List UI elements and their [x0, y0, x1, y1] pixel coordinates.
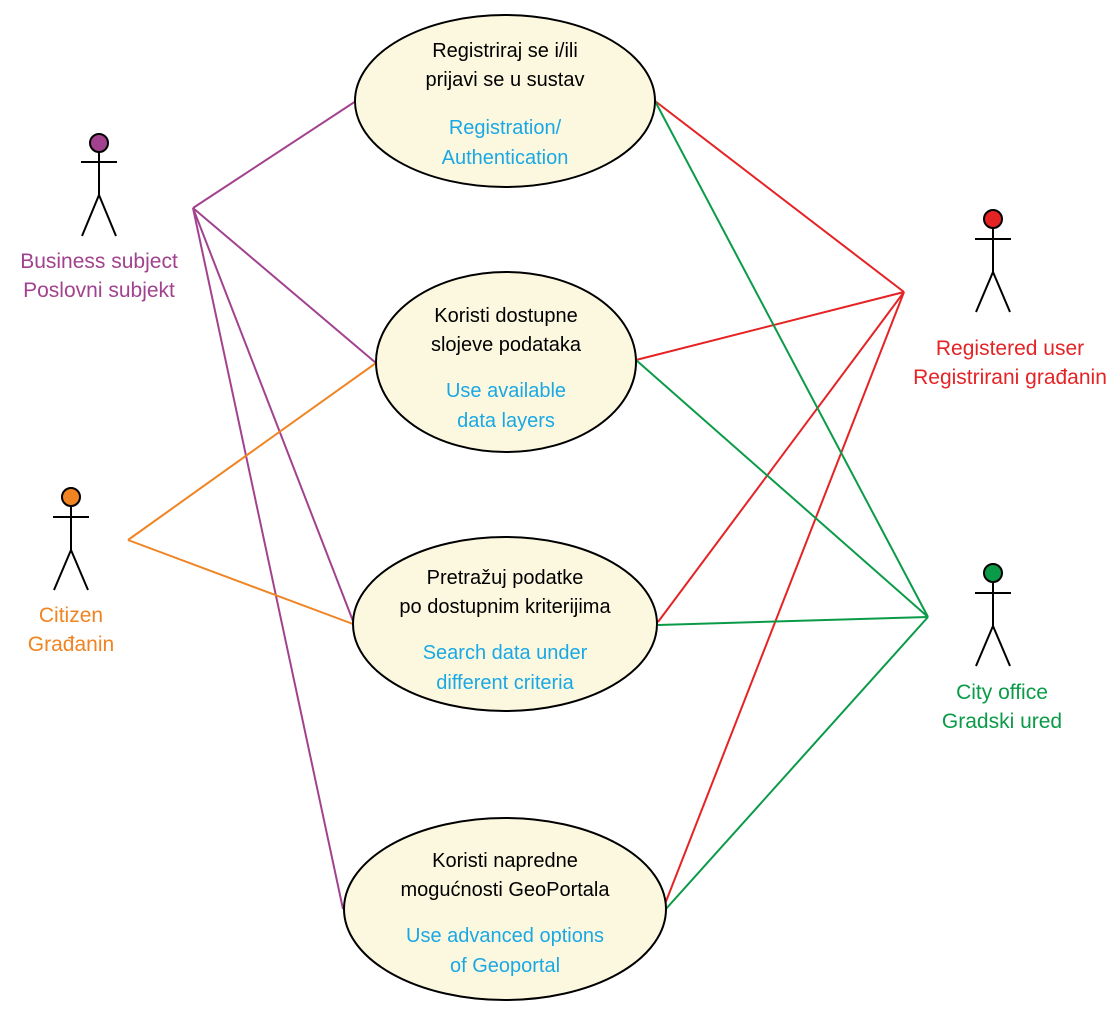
- assoc-business-advanced: [192, 207, 344, 910]
- assoc-city-data-layers: [635, 359, 929, 618]
- use-case-search-en-line2: different criteria: [436, 672, 574, 694]
- use-case-advanced-hr-line2: mogućnosti GeoPortala: [400, 879, 610, 901]
- actor-registered-label-line1: Registered user: [936, 337, 1084, 360]
- use-case-data-layers: Koristi dostupne slojeve podataka Use av…: [375, 271, 637, 453]
- use-case-registration-en-line1: Registration/: [449, 117, 562, 139]
- actor-business-label-line1: Business subject: [20, 250, 178, 273]
- actor-registered-user: Registered user Registrirani građanin: [913, 209, 1107, 389]
- use-case-search-ellipse: [352, 536, 658, 712]
- assoc-registered-data-layers: [635, 291, 905, 361]
- assoc-citizen-search: [127, 539, 354, 625]
- stick-figure-icon: [53, 487, 89, 591]
- use-case-search-hr-line2: po dostupnim kriterijima: [399, 596, 611, 618]
- assoc-business-registration: [192, 100, 357, 209]
- use-case-registration-hr-line1: Registriraj se i/ili: [432, 40, 578, 62]
- use-case-search: Pretražuj podatke po dostupnim kriteriji…: [352, 536, 658, 712]
- use-case-advanced-en-line2: of Geoportal: [450, 955, 560, 977]
- use-case-registration-hr-line2: prijavi se u sustav: [426, 69, 585, 91]
- use-case-data-layers-en-line1: Use available: [446, 380, 566, 402]
- actor-city-office-label-line1: City office: [956, 681, 1048, 704]
- actor-business-label-line2: Poslovni subjekt: [23, 279, 175, 302]
- assoc-business-data-layers: [192, 207, 377, 364]
- use-case-search-hr-line1: Pretražuj podatke: [427, 567, 584, 589]
- use-case-data-layers-ellipse: [375, 271, 637, 453]
- actor-citizen-label-line1: Citizen: [39, 604, 103, 627]
- assoc-registered-registration: [654, 100, 905, 293]
- assoc-registered-search: [657, 291, 905, 623]
- stick-figure-icon: [81, 133, 117, 237]
- use-case-advanced-ellipse: [343, 817, 667, 1001]
- registered-associations: [635, 100, 905, 905]
- assoc-business-search: [192, 207, 354, 622]
- assoc-citizen-data-layers: [127, 362, 377, 541]
- business-associations: [192, 100, 377, 910]
- assoc-city-registration: [654, 100, 929, 618]
- use-case-advanced: Koristi napredne mogućnosti GeoPortala U…: [343, 817, 667, 1001]
- use-case-registration-ellipse: [354, 14, 656, 188]
- city-office-associations: [635, 100, 929, 911]
- actor-citizen-label-line2: Građanin: [28, 633, 114, 656]
- use-case-search-en-line1: Search data under: [423, 642, 588, 664]
- actor-registered-label-line2: Registrirani građanin: [913, 366, 1107, 389]
- use-case-advanced-en-line1: Use advanced options: [406, 925, 604, 947]
- use-case-registration-en-line2: Authentication: [442, 147, 569, 169]
- assoc-city-search: [657, 616, 929, 626]
- stick-figure-icon: [975, 563, 1011, 667]
- use-case-registration: Registriraj se i/ili prijavi se u sustav…: [354, 14, 656, 188]
- actor-city-office-label-line2: Gradski ured: [942, 710, 1062, 733]
- use-case-data-layers-en-line2: data layers: [457, 410, 555, 432]
- use-case-advanced-hr-line1: Koristi napredne: [432, 850, 578, 872]
- use-case-data-layers-hr-line2: slojeve podataka: [431, 334, 582, 356]
- assoc-registered-advanced: [664, 291, 905, 905]
- actor-city-office: City office Gradski ured: [942, 563, 1062, 733]
- actor-citizen: Citizen Građanin: [28, 487, 114, 656]
- assoc-city-advanced: [664, 616, 929, 911]
- use-case-data-layers-hr-line1: Koristi dostupne: [434, 305, 577, 327]
- actor-business-subject: Business subject Poslovni subjekt: [20, 133, 178, 302]
- citizen-associations: [127, 362, 377, 625]
- stick-figure-icon: [975, 209, 1011, 313]
